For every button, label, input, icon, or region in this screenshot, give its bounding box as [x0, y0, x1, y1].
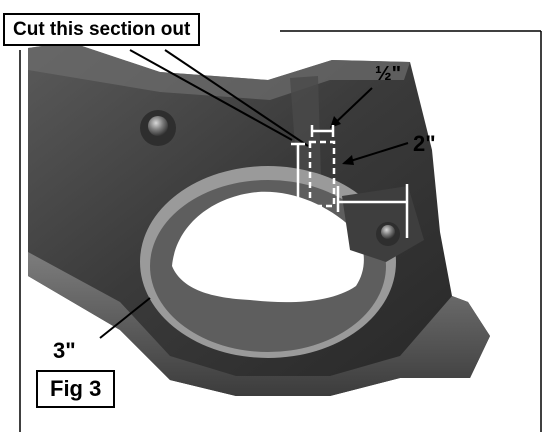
two-inch-arrowhead — [342, 155, 354, 165]
three-inch-leader — [99, 297, 151, 339]
figure-caption: Fig 3 — [36, 370, 116, 408]
opening-hole — [172, 191, 364, 303]
cut-section-outline — [308, 140, 336, 208]
dimension-marks — [291, 125, 409, 238]
leader-lines — [19, 30, 542, 432]
two-inch-label: 2" — [413, 131, 436, 156]
half-inch-leader — [331, 87, 373, 127]
lower-lip — [28, 252, 490, 396]
half-inch-label: ½" — [375, 63, 402, 85]
callout-leader-a — [129, 49, 293, 141]
two-inch-leader — [343, 142, 409, 164]
cut-section-callout: Cut this section out — [3, 13, 201, 46]
bolt-head-left — [148, 116, 168, 136]
three-inch-label: 3" — [53, 338, 76, 363]
bolt-head-right — [381, 225, 395, 239]
part-photo — [28, 42, 490, 396]
callout-leader-b — [164, 49, 309, 147]
upper-ridge — [28, 42, 410, 100]
